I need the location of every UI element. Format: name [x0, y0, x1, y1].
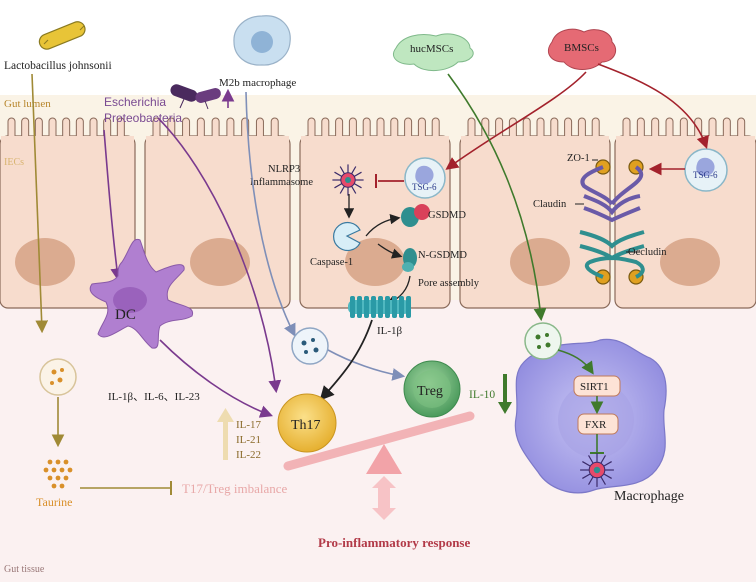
lactobacillus-to-taurine-arrow — [31, 73, 49, 334]
bmscs-to-tsg6-left-arrow — [445, 71, 587, 170]
nucleus — [660, 238, 720, 286]
lactobacillus-label: Lactobacillus johnsonii — [4, 60, 112, 72]
bacteria-to-dc-arrow — [103, 129, 124, 282]
il22-label: IL-22 — [236, 449, 261, 461]
macrophage-label: Macrophage — [614, 489, 684, 504]
th17-label: Th17 — [291, 418, 321, 433]
treg-label: Treg — [417, 384, 443, 399]
cell-top-mask — [146, 136, 289, 142]
il21-label: IL-21 — [236, 434, 261, 446]
ngsdmd-label: N-GSDMD — [418, 250, 467, 261]
cell-top-mask — [461, 136, 609, 142]
bmscs-to-tsg6-right-arrow — [597, 63, 709, 150]
down-arrow-icon — [498, 374, 512, 414]
hucmscs-to-macrophage-arrow — [447, 73, 547, 322]
vesicle-icon — [291, 327, 329, 365]
il1b-to-th17-arrow — [319, 319, 373, 401]
iecs-label: IECs — [4, 157, 24, 168]
nlrp3-label: NLRP3 — [268, 164, 300, 175]
treg-cell-icon — [403, 360, 461, 418]
fxr-label: FXR — [585, 419, 607, 431]
cell-top-mask — [616, 136, 755, 142]
hucmscs-label: hucMSCs — [410, 43, 453, 55]
pore-icon — [348, 296, 411, 318]
dc-cell-icon — [89, 238, 194, 349]
il1b-label: IL-1β — [377, 325, 403, 337]
m2b-label: M2b macrophage — [219, 77, 296, 89]
vesicle-icon — [684, 148, 728, 192]
bacterium-icon — [170, 84, 221, 110]
dc-to-th17-arrow — [159, 339, 273, 418]
cell-top-mask — [301, 136, 449, 142]
seesaw-bar — [283, 411, 475, 471]
zo1-label: ZO-1 — [567, 153, 590, 164]
response-double-arrow — [372, 476, 396, 520]
vesicle-to-treg-arrow — [327, 349, 406, 381]
inflammasome-icon — [580, 453, 614, 487]
bmscs-cell-icon — [548, 28, 617, 70]
imbalance-label: T17/Treg imbalance — [182, 481, 288, 496]
nucleus — [15, 238, 75, 286]
th17-cell-icon — [277, 393, 337, 453]
gut-lumen-label: Gut lumen — [4, 98, 51, 110]
nucleus — [510, 238, 570, 286]
tight-junction-group — [575, 159, 645, 285]
tsg6-left-label: TSG-6 — [412, 182, 437, 192]
escherichia-label: Escherichia — [104, 95, 166, 109]
vesicle-icon — [404, 157, 446, 199]
m2b-macrophage-icon — [233, 15, 291, 66]
bmscs-label: BMSCs — [564, 42, 599, 54]
sirt1-label: SIRT1 — [580, 381, 609, 393]
nucleus — [190, 238, 250, 286]
vesicle-icon — [39, 358, 77, 396]
cleave-arrow — [377, 243, 403, 259]
il10-label: IL-10 — [469, 389, 495, 401]
ngsdmd-icon — [402, 248, 417, 272]
dc-label: DC — [115, 307, 136, 323]
lactobacillus-icon — [38, 21, 86, 50]
seesaw-fulcrum — [366, 444, 402, 474]
caspase1-label: Caspase-1 — [310, 257, 353, 268]
proteobacteria-label: Proteobacteria — [104, 111, 182, 125]
caspase-to-gsdmd-arrow — [365, 213, 401, 237]
pore-assembly-label: Pore assembly — [418, 278, 480, 289]
fxr-box — [577, 413, 619, 435]
taurine-dots-icon — [43, 459, 73, 489]
gsdmd-label: GSDMD — [428, 210, 466, 221]
top-background — [0, 0, 756, 95]
claudin-label: Claudin — [533, 199, 567, 210]
cytokines-in-label: IL-1β、IL-6、IL-23 — [108, 391, 200, 403]
m2b-to-vesicle-arrow — [245, 91, 296, 337]
gsdmd-icon — [401, 204, 430, 227]
gut-tissue-label: Gut tissue — [4, 564, 45, 575]
response-label: Pro-inflammatory response — [318, 535, 470, 550]
up-arrow-icon — [217, 408, 234, 460]
caspase-icon — [333, 221, 361, 252]
tsg6-right-label: TSG-6 — [693, 170, 718, 180]
inflammasome-icon — [332, 164, 364, 196]
vesicle-icon — [524, 322, 562, 360]
inflammasome-label: Inflammasome — [250, 177, 313, 188]
nucleus — [345, 238, 405, 286]
bacteria-to-th17-arrow — [157, 117, 282, 394]
taurine-label: Taurine — [36, 495, 72, 509]
hucmscs-cell-icon — [392, 33, 474, 71]
occludin-label: Occludin — [628, 247, 667, 258]
cell-top-mask — [1, 136, 134, 142]
il17-label: IL-17 — [236, 419, 262, 431]
vesicle-to-sirt1-arrow — [557, 349, 594, 375]
